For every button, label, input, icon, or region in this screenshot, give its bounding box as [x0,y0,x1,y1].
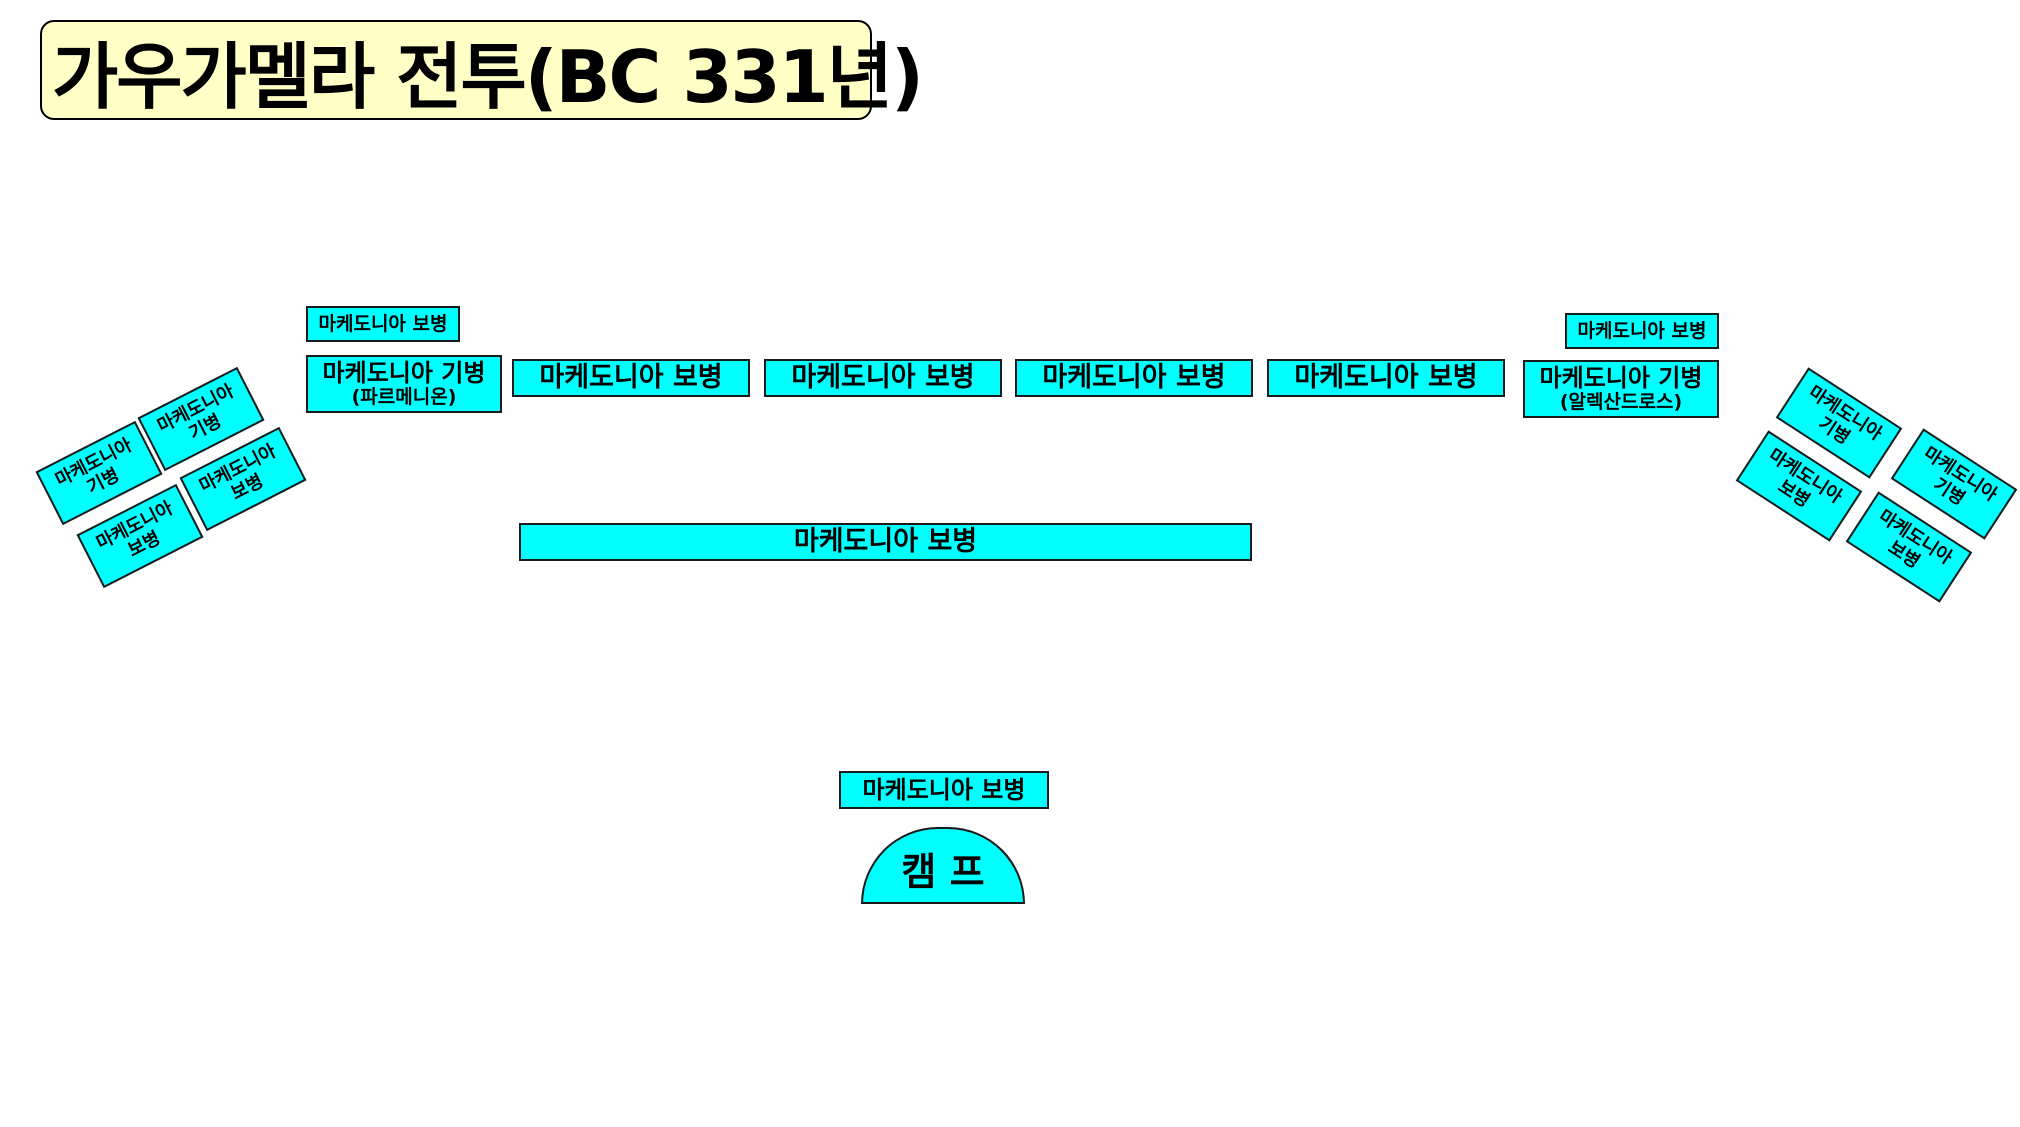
right-reserve-infantry: 마케도니아 보병 [1565,313,1719,349]
right-cavalry-label: 마케도니아 기병 [1539,364,1703,393]
left-cavalry-commander: (파르메니온) [351,385,457,408]
diagram-title: 가우가멜라 전투(BC 331년) [40,20,924,120]
left-cavalry-label: 마케도니아 기병 [322,359,486,388]
front-infantry-3: 마케도니아 보병 [1015,359,1253,397]
second-line-infantry: 마케도니아 보병 [519,523,1252,561]
left-cavalry-parmenion: 마케도니아 기병 (파르메니온) [306,355,502,413]
camp: 캠 프 [861,827,1025,904]
right-cavalry-alexander: 마케도니아 기병 (알렉산드로스) [1523,360,1719,418]
front-infantry-4: 마케도니아 보병 [1267,359,1505,397]
left-reserve-infantry: 마케도니아 보병 [306,306,460,342]
camp-label: 캠 프 [901,850,985,894]
front-infantry-1: 마케도니아 보병 [512,359,750,397]
camp-guard-infantry: 마케도니아 보병 [839,771,1049,809]
front-infantry-2: 마케도니아 보병 [764,359,1002,397]
right-cavalry-commander: (알렉산드로스) [1559,390,1683,413]
